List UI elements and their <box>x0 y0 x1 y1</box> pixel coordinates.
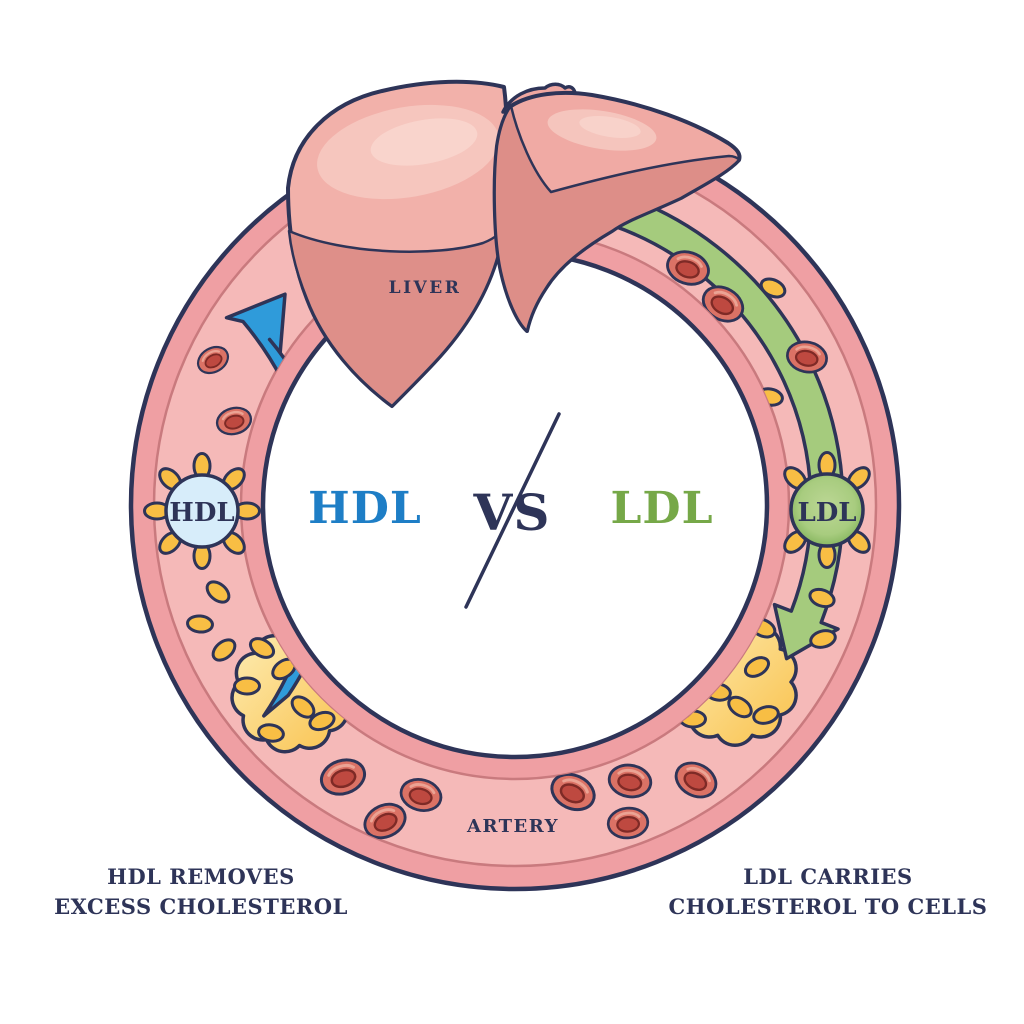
ldl-particle: LDL <box>779 451 875 569</box>
vs-heading: VS <box>473 483 551 542</box>
caption-right-line2: CHOLESTEROL TO CELLS <box>669 894 988 919</box>
hdl-particle-body <box>164 473 240 549</box>
divider-slash <box>464 412 561 609</box>
hdl-heading: HDL <box>308 483 422 534</box>
liver-label: LIVER <box>389 278 462 298</box>
ldl-particle-label: LDL <box>797 498 856 528</box>
artery-label: ARTERY <box>466 816 559 837</box>
ldl-heading: LDL <box>610 483 713 534</box>
hdl-particle: HDL <box>143 452 261 570</box>
caption-right: LDL CARRIES CHOLESTEROL TO CELLS <box>669 864 988 919</box>
hdl-particle-label: HDL <box>169 498 234 528</box>
liver-right-highlight-core <box>579 115 641 139</box>
ldl-particle-body <box>789 472 865 548</box>
liver-left-underside <box>287 223 506 408</box>
caption-left-line1: HDL REMOVES <box>107 864 295 889</box>
caption-left: HDL REMOVES EXCESS CHOLESTEROL <box>54 864 348 919</box>
lipid-droplet <box>185 613 215 635</box>
center-heading: HDL VS LDL <box>308 412 713 609</box>
liver-right-underside <box>493 104 741 333</box>
liver-left-highlight-core <box>370 118 478 166</box>
liver-illustration: LIVER <box>286 79 742 408</box>
caption-left-line2: EXCESS CHOLESTEROL <box>54 894 348 919</box>
caption-right-line1: LDL CARRIES <box>743 864 912 889</box>
lipid-droplet <box>233 676 261 696</box>
